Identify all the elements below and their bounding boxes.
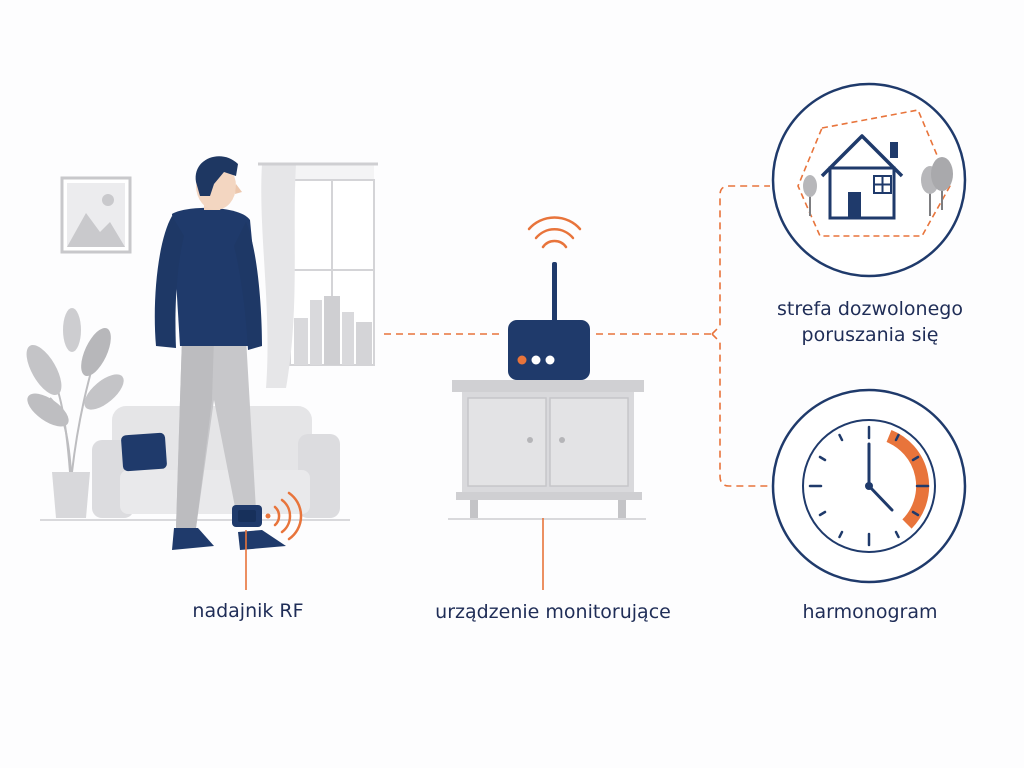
clock-minute-hand — [867, 484, 894, 512]
connector-lines — [245, 185, 770, 590]
label-allowed-zone: strefa dozwolonego poruszania się — [760, 296, 980, 348]
label-rf-transmitter-text: nadajnik RF — [192, 600, 304, 622]
allowed-zone-circle — [771, 82, 967, 278]
room-scene — [26, 162, 646, 521]
geofence-boundary — [797, 109, 951, 237]
label-allowed-zone-line1: strefa dozwolonego — [777, 298, 963, 320]
rf-signal-icon — [265, 491, 303, 541]
dashed-link-zone — [711, 185, 770, 335]
house-icon — [820, 134, 904, 220]
rf-transmitter-device — [232, 505, 262, 527]
tree-icons — [803, 157, 953, 216]
window — [258, 162, 378, 388]
label-monitoring-device: urządzenie monitorujące — [403, 599, 703, 625]
label-monitoring-device-text: urządzenie monitorujące — [435, 601, 671, 623]
person — [154, 156, 286, 550]
clock-icon — [771, 388, 967, 584]
cabinet — [452, 380, 644, 518]
wall-picture — [60, 176, 132, 254]
house-plant — [26, 308, 124, 518]
monitoring-device — [508, 262, 590, 380]
label-allowed-zone-line2: poruszania się — [801, 324, 939, 346]
label-rf-transmitter: nadajnik RF — [148, 598, 348, 624]
sofa — [92, 406, 340, 518]
wifi-signal-icon — [527, 216, 582, 249]
label-schedule-text: harmonogram — [802, 601, 938, 623]
label-schedule: harmonogram — [760, 599, 980, 625]
dashed-link-schedule — [711, 333, 770, 487]
